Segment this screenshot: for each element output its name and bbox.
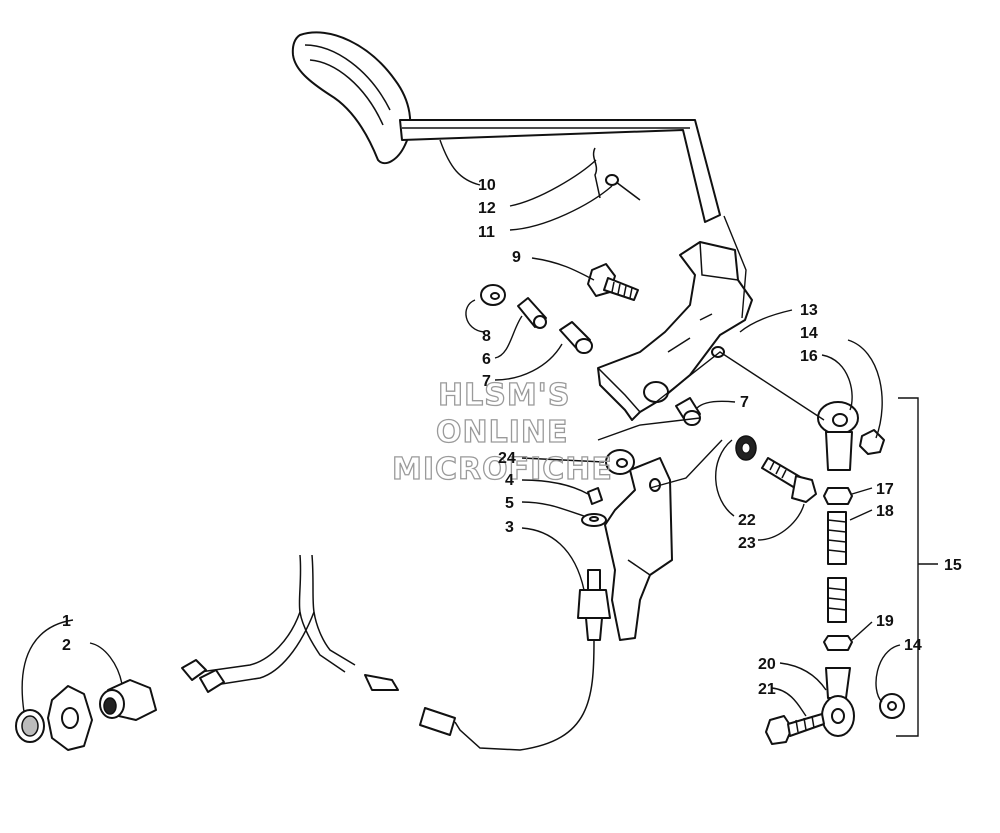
callout-14-lower: 14	[904, 637, 922, 654]
threaded-rod-18[interactable]	[827, 511, 847, 623]
jam-nut-17[interactable]	[823, 487, 853, 505]
callout-14-upper: 14	[800, 325, 818, 342]
watermark: HLSM'S ONLINE MICROFICHE	[391, 377, 613, 487]
bolt-9[interactable]	[587, 263, 639, 301]
callout-10: 10	[478, 177, 496, 194]
wiring-harness[interactable]	[181, 554, 399, 693]
bushing-6[interactable]	[517, 297, 547, 329]
callout-13: 13	[800, 302, 818, 319]
washer-24[interactable]	[605, 449, 635, 475]
callout-16: 16	[800, 348, 818, 365]
callout-3: 3	[505, 519, 514, 536]
jam-nut-19[interactable]	[823, 635, 853, 651]
callout-4: 4	[505, 472, 514, 489]
callout-8: 8	[482, 328, 491, 345]
callout-23: 23	[738, 535, 756, 552]
rod-end-16[interactable]	[817, 401, 859, 471]
nut-1[interactable]	[15, 709, 45, 743]
pin-12[interactable]	[592, 147, 601, 199]
bolt-23[interactable]	[761, 457, 817, 503]
callout-6: 6	[482, 351, 491, 368]
callout-17: 17	[876, 481, 894, 498]
callout-24: 24	[498, 450, 516, 467]
callout-21: 21	[758, 681, 776, 698]
callout-5: 5	[505, 495, 514, 512]
gasket-plate[interactable]	[47, 685, 93, 751]
callout-15: 15	[944, 557, 962, 574]
rod-end-20[interactable]	[821, 667, 855, 737]
cotter-pin-11[interactable]	[605, 174, 641, 201]
callout-2: 2	[62, 637, 71, 654]
callout-18: 18	[876, 503, 894, 520]
throttle-lever-10[interactable]	[291, 31, 721, 223]
spacer-7-upper[interactable]	[559, 321, 593, 354]
callout-labels: 10 12 11 9 13 14 16 8 6 7 7 24 4 5 3 17 …	[62, 177, 962, 698]
throttle-switch-3[interactable]	[419, 569, 611, 751]
callout-12: 12	[478, 200, 496, 217]
plunger-4[interactable]	[587, 487, 603, 505]
lock-nut-14-upper[interactable]	[859, 429, 885, 455]
callout-22: 22	[738, 512, 756, 529]
throttle-bracket-13[interactable]	[597, 241, 753, 421]
callout-7-lower: 7	[740, 394, 749, 411]
callout-19: 19	[876, 613, 894, 630]
watermark-line-2: ONLINE	[436, 415, 569, 450]
clip-5[interactable]	[581, 513, 607, 527]
callout-20: 20	[758, 656, 776, 673]
watermark-line-3: MICROFICHE	[392, 452, 613, 487]
leader-lines	[21, 139, 938, 737]
lock-nut-14-lower[interactable]	[879, 693, 905, 719]
bolt-21[interactable]	[765, 713, 825, 745]
callout-11: 11	[478, 224, 495, 241]
callout-1: 1	[62, 613, 71, 630]
callout-7-upper: 7	[482, 373, 491, 390]
indicator-switch-2[interactable]	[99, 679, 157, 721]
callout-9: 9	[512, 249, 521, 266]
lock-washer-22[interactable]	[735, 435, 757, 461]
watermark-line-1: HLSM'S	[438, 378, 570, 413]
washer-8[interactable]	[480, 284, 506, 306]
